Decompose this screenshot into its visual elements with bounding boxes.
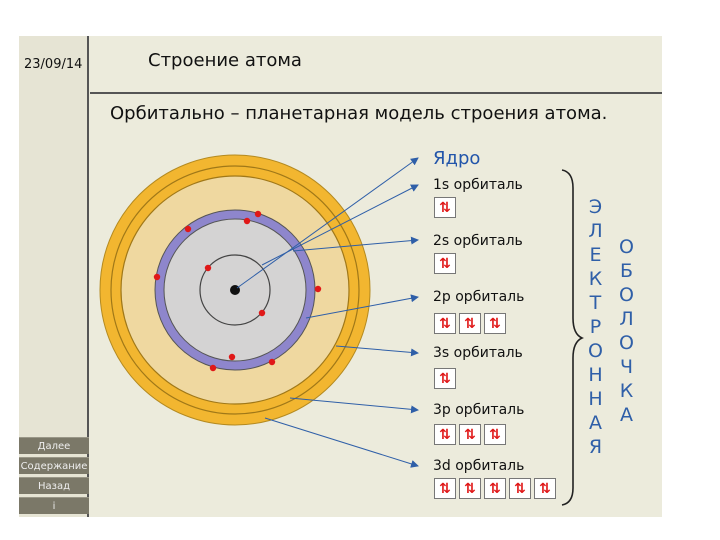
letter: О bbox=[619, 331, 634, 355]
letter: А bbox=[620, 403, 633, 427]
letter: Н bbox=[588, 387, 602, 411]
letter: К bbox=[620, 379, 634, 403]
orbital-3p-cells: ⇅ ⇅ ⇅ bbox=[434, 424, 509, 445]
letter: Л bbox=[588, 219, 602, 243]
letter: Ч bbox=[620, 355, 633, 379]
spin-pair-cell: ⇅ bbox=[534, 478, 556, 499]
electron bbox=[259, 310, 265, 316]
orbital-2p-cells: ⇅ ⇅ ⇅ bbox=[434, 313, 509, 334]
spin-pair-cell: ⇅ bbox=[434, 424, 456, 445]
nucleus-label: Ядро bbox=[433, 148, 480, 169]
orbital-1s-cells: ⇅ bbox=[434, 197, 459, 218]
spin-pair-cell: ⇅ bbox=[434, 253, 456, 274]
letter: Л bbox=[619, 307, 633, 331]
electron bbox=[244, 218, 250, 224]
orbital-3d-label: 3d орбиталь bbox=[433, 458, 524, 474]
spin-pair-cell: ⇅ bbox=[459, 313, 481, 334]
letter: А bbox=[589, 411, 602, 435]
electron bbox=[315, 286, 321, 292]
spin-pair-cell: ⇅ bbox=[484, 313, 506, 334]
orbital-3s-label: 3s орбиталь bbox=[433, 345, 523, 361]
letter: Э bbox=[589, 195, 602, 219]
letter: Р bbox=[590, 315, 601, 339]
letter: Я bbox=[589, 435, 602, 459]
letter: Н bbox=[588, 363, 602, 387]
letter: Т bbox=[590, 291, 602, 315]
spin-pair-cell: ⇅ bbox=[509, 478, 531, 499]
electron bbox=[255, 211, 261, 217]
spin-pair-cell: ⇅ bbox=[459, 424, 481, 445]
spin-pair-cell: ⇅ bbox=[434, 197, 456, 218]
orbital-2p-label: 2p орбиталь bbox=[433, 289, 524, 305]
orbital-3d-cells: ⇅ ⇅ ⇅ ⇅ ⇅ bbox=[434, 478, 559, 499]
letter: Е bbox=[589, 243, 601, 267]
letter: О bbox=[588, 339, 603, 363]
orbital-2s-label: 2s орбиталь bbox=[433, 233, 523, 249]
letter: Б bbox=[620, 259, 633, 283]
orbital-2s-cells: ⇅ bbox=[434, 253, 459, 274]
spin-pair-cell: ⇅ bbox=[459, 478, 481, 499]
pointer-line bbox=[290, 398, 418, 410]
orbital-3s-cells: ⇅ bbox=[434, 368, 459, 389]
orbital-1s-label: 1s орбиталь bbox=[433, 177, 523, 193]
spin-pair-cell: ⇅ bbox=[434, 478, 456, 499]
electron bbox=[185, 226, 191, 232]
letter: К bbox=[589, 267, 603, 291]
vertical-word-shell: О Б О Л О Ч К А bbox=[619, 235, 634, 427]
letter: О bbox=[619, 283, 634, 307]
spin-pair-cell: ⇅ bbox=[484, 424, 506, 445]
pointer-line bbox=[265, 418, 418, 466]
electron bbox=[210, 365, 216, 371]
curly-brace bbox=[562, 170, 582, 505]
electron bbox=[154, 274, 160, 280]
spin-pair-cell: ⇅ bbox=[484, 478, 506, 499]
electron bbox=[205, 265, 211, 271]
spin-pair-cell: ⇅ bbox=[434, 368, 456, 389]
letter: О bbox=[619, 235, 634, 259]
vertical-word-electronic: Э Л Е К Т Р О Н Н А Я bbox=[588, 195, 603, 459]
electron bbox=[229, 354, 235, 360]
electron bbox=[269, 359, 275, 365]
spin-pair-cell: ⇅ bbox=[434, 313, 456, 334]
orbital-3p-label: 3p орбиталь bbox=[433, 402, 524, 418]
